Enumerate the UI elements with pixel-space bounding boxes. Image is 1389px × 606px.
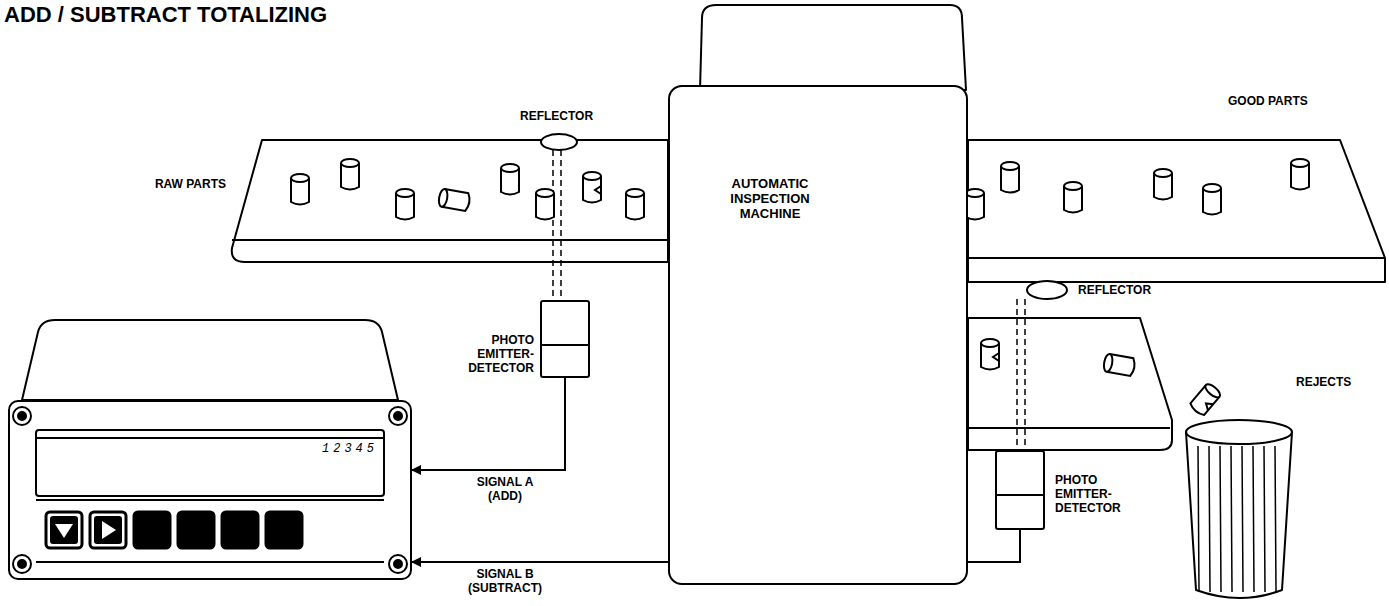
part (626, 189, 644, 220)
detector-label: PHOTO EMITTER- DETECTOR (468, 334, 534, 375)
part (501, 164, 519, 195)
part (583, 172, 601, 203)
part (981, 339, 999, 370)
machine-box: AUTOMATIC INSPECTION MACHINE (668, 85, 968, 585)
part (1001, 162, 1019, 193)
signal-label: SIGNAL B(SUBTRACT) (440, 568, 570, 596)
part (1291, 159, 1309, 190)
counter-housing (22, 320, 398, 400)
button-arrow (55, 524, 73, 538)
screw (13, 407, 31, 425)
part-label: RAW PARTS (150, 178, 226, 192)
signal-label: SIGNAL A(ADD) (440, 476, 570, 504)
detector-box: PHOTO EMITTER- DETECTOR (995, 450, 1045, 530)
part-label: GOOD PARTS (1228, 95, 1338, 109)
part (396, 189, 414, 220)
counter-divider (36, 499, 384, 501)
screw-head (18, 560, 26, 568)
screw (389, 555, 407, 573)
counter-button (46, 512, 82, 548)
good-conveyor (968, 140, 1385, 282)
part (1203, 184, 1221, 215)
bin-rib (1209, 446, 1210, 592)
bin-rib (1264, 446, 1265, 592)
reject-conveyor-edge (968, 427, 1170, 429)
bin-rib (1231, 446, 1232, 592)
bin-rib (1220, 446, 1221, 592)
screw (13, 555, 31, 573)
bin-rib (1275, 446, 1276, 592)
screw (389, 407, 407, 425)
counter-button (134, 512, 170, 548)
screw-head (18, 412, 26, 420)
light-beam (1017, 299, 1025, 450)
part (291, 174, 309, 205)
bin-rib (1198, 446, 1199, 592)
counter-button (178, 512, 214, 548)
counter-box: 12345 (8, 400, 412, 580)
counter-window (36, 430, 384, 496)
raw-conveyor (232, 140, 668, 262)
counter-divider (36, 561, 384, 563)
part (1103, 353, 1136, 376)
part (1189, 382, 1222, 417)
part-label: REFLECTOR (1078, 284, 1168, 298)
part (966, 189, 984, 220)
machine-top (700, 5, 966, 90)
part-label: REJECTS (1296, 376, 1376, 390)
raw-conveyor-edge (232, 239, 668, 241)
screw-head (394, 412, 402, 420)
detector-divider (540, 344, 590, 346)
part (438, 188, 471, 211)
counter-divider (36, 437, 384, 439)
part-label: REFLECTOR (520, 110, 610, 124)
part (1154, 169, 1172, 200)
light-beam (553, 150, 561, 300)
part (536, 189, 554, 220)
counter-button (266, 512, 302, 548)
reject-bin (1186, 432, 1292, 598)
reflector (541, 134, 577, 150)
bin-rib (1253, 446, 1254, 592)
counter-button (222, 512, 258, 548)
screw-head (394, 560, 402, 568)
good-conveyor-edge (968, 257, 1385, 259)
button-face (94, 516, 122, 544)
button-face (50, 516, 78, 544)
detector-label: PHOTO EMITTER- DETECTOR (1055, 474, 1121, 515)
reject-conveyor (968, 318, 1172, 450)
signal-wire (412, 378, 565, 470)
reject-bin-rim (1186, 420, 1292, 444)
diagram-title: ADD / SUBTRACT TOTALIZING (4, 2, 327, 28)
detector-divider (995, 494, 1045, 496)
detector-box: PHOTO EMITTER- DETECTOR (540, 300, 590, 378)
bin-rib (1242, 446, 1243, 592)
counter-button (90, 512, 126, 548)
machine-label: AUTOMATIC INSPECTION MACHINE (710, 177, 830, 222)
button-arrow (102, 521, 116, 539)
part (341, 159, 359, 190)
part (1064, 182, 1082, 213)
counter-display: 12345 (322, 442, 378, 456)
reflector (1027, 281, 1067, 299)
